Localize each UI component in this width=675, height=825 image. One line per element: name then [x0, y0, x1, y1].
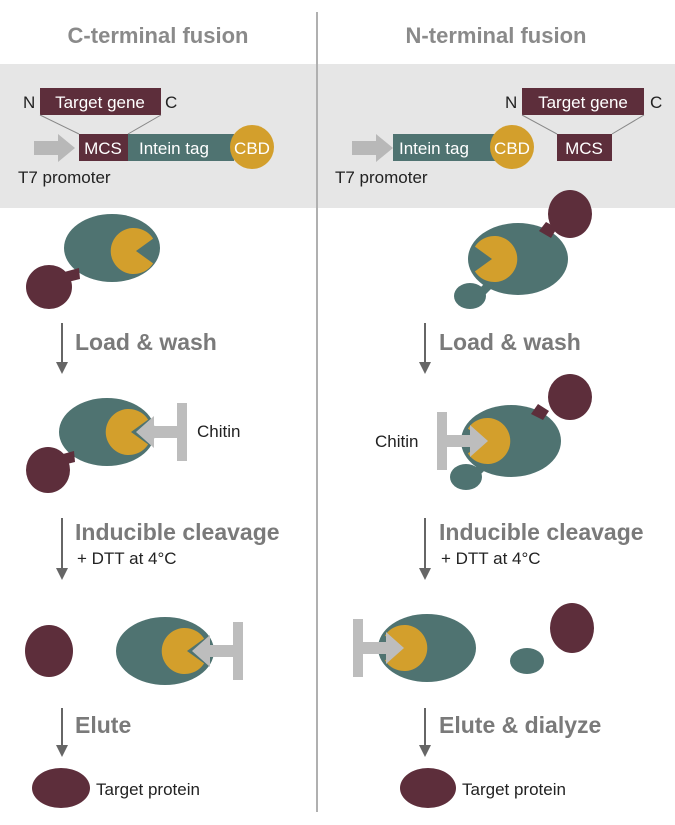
- mcs-label: MCS: [84, 139, 122, 158]
- column-n-terminal: N-terminal fusion N Target gene C Intein…: [335, 23, 662, 808]
- insert-line-right: [611, 114, 645, 135]
- step-label-cleavage: Inducible cleavage: [75, 519, 280, 545]
- mcs-label: MCS: [565, 139, 603, 158]
- c-terminus-label: C: [650, 93, 662, 112]
- mcs-box: [557, 134, 612, 161]
- released-target-protein: [25, 625, 73, 677]
- promoter-arrow: [34, 134, 75, 162]
- cbd-circle: [230, 125, 274, 169]
- insert-line-right: [127, 114, 162, 135]
- chitin-bead: [192, 622, 243, 680]
- cbd-pacman: [110, 227, 154, 274]
- cleaved-stage: [353, 603, 594, 682]
- chitin-bead: [437, 412, 488, 470]
- construct-diagram: N Target gene C MCS Intein tag CBD T7 pr…: [18, 88, 274, 187]
- result-label: Target protein: [462, 780, 566, 799]
- fusion-protein-stage1: [454, 190, 592, 309]
- target-protein: [32, 768, 90, 808]
- cleavage-condition: + DTT at 4°C: [77, 549, 177, 568]
- cleaved-stage: [25, 617, 243, 685]
- target-gene-box: [40, 88, 161, 115]
- n-terminus-label: N: [505, 93, 517, 112]
- column-c-terminal: C-terminal fusion N Target gene C MCS In…: [18, 23, 280, 808]
- promoter-arrow: [352, 134, 393, 162]
- fusion-protein-bound: Chitin: [375, 374, 592, 490]
- chitin-bead: [353, 619, 404, 677]
- chitin-label: Chitin: [197, 422, 240, 441]
- fusion-protein-stage1: [26, 214, 160, 309]
- insert-line-left: [521, 114, 558, 135]
- target-protein: [400, 768, 456, 808]
- n-terminus-label: N: [23, 93, 35, 112]
- target-gene-box: [522, 88, 644, 115]
- step-label-load-wash: Load & wash: [75, 329, 217, 355]
- construct-diagram: N Target gene C Intein tag MCS CBD T7 pr…: [335, 88, 662, 187]
- intein-tag-label: Intein tag: [399, 139, 469, 158]
- step-label-elute: Elute: [75, 712, 131, 738]
- insert-line-left: [39, 114, 80, 135]
- step-label-load-wash: Load & wash: [439, 329, 581, 355]
- column-title: C-terminal fusion: [68, 23, 249, 48]
- c-terminus-label: C: [165, 93, 177, 112]
- cbd-circle: [490, 125, 534, 169]
- intein-tag-box: [128, 134, 234, 161]
- result-label: Target protein: [96, 780, 200, 799]
- step-label-elute-dialyze: Elute & dialyze: [439, 712, 601, 738]
- mcs-box: [79, 134, 128, 161]
- step-label-cleavage: Inducible cleavage: [439, 519, 644, 545]
- cbd-pacman: [474, 236, 518, 282]
- released-target-protein: [550, 603, 594, 653]
- chitin-label: Chitin: [375, 432, 418, 451]
- promoter-label: T7 promoter: [18, 168, 111, 187]
- released-intein-fragment: [510, 648, 544, 674]
- intein-tag-label: Intein tag: [139, 139, 209, 158]
- promoter-label: T7 promoter: [335, 168, 428, 187]
- cbd-label: CBD: [494, 139, 530, 158]
- target-gene-label: Target gene: [538, 93, 628, 112]
- cbd-label: CBD: [234, 139, 270, 158]
- target-gene-label: Target gene: [55, 93, 145, 112]
- fusion-protein-bound: Chitin: [26, 398, 240, 493]
- column-title: N-terminal fusion: [406, 23, 587, 48]
- cleavage-condition: + DTT at 4°C: [441, 549, 541, 568]
- chitin-bead: [136, 403, 187, 461]
